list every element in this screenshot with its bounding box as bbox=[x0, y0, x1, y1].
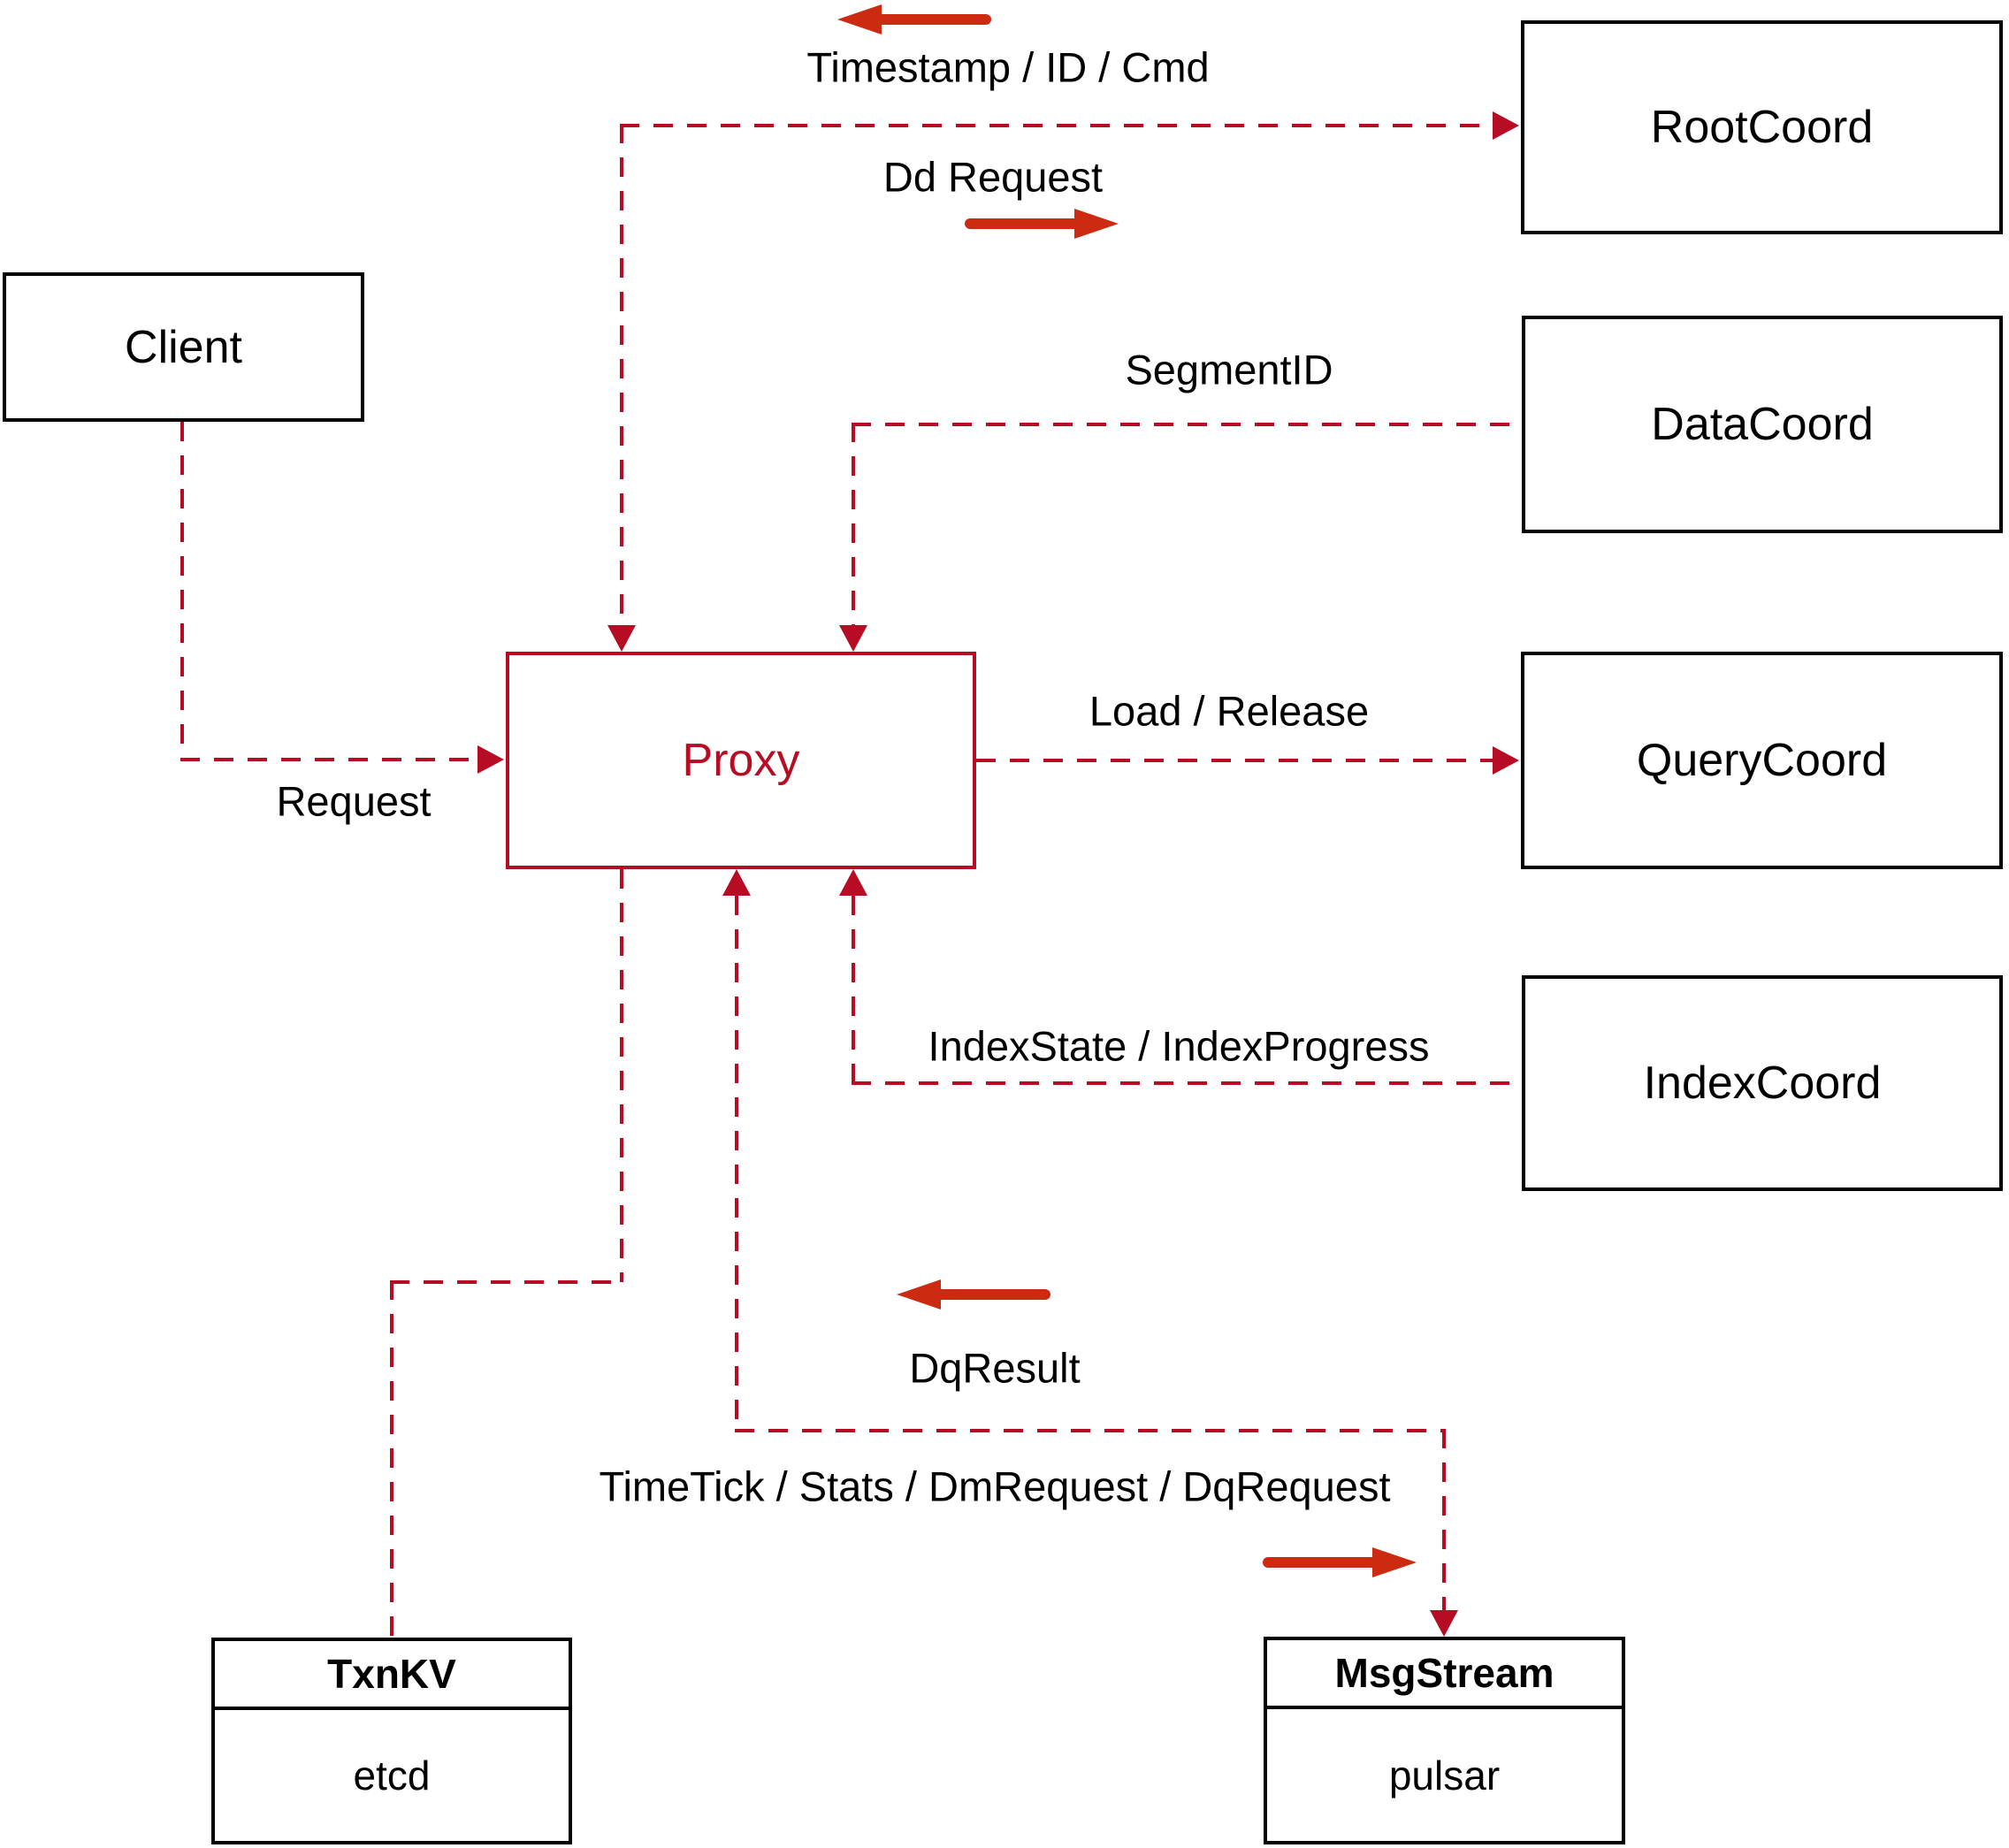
edge-datacoord-proxy-horizontal bbox=[852, 423, 1522, 426]
node-txnkv: TxnKV etcd bbox=[211, 1638, 572, 1844]
edge-proxy-msgstream-horizontal bbox=[735, 1429, 1446, 1432]
edge-proxy-txnkv-vertical-2 bbox=[390, 1280, 393, 1638]
node-client-label: Client bbox=[125, 321, 242, 373]
arrow-head bbox=[897, 1279, 941, 1310]
dd-request-right-arrow-icon bbox=[959, 209, 1119, 239]
arrow-shaft bbox=[1263, 1557, 1379, 1568]
arrow-shaft bbox=[965, 218, 1081, 229]
edge-label-index-state: IndexState / IndexProgress bbox=[928, 1022, 1430, 1070]
edge-label-load-release: Load / Release bbox=[1089, 687, 1370, 735]
edge-indexcoord-proxy-horizontal bbox=[852, 1081, 1522, 1085]
edge-proxy-rootcoord-arrowhead-icon bbox=[1493, 111, 1519, 140]
edge-client-proxy-vertical bbox=[180, 422, 184, 760]
node-msgstream-title: MsgStream bbox=[1267, 1640, 1622, 1709]
edge-msgstream-proxy-arrowhead-icon bbox=[722, 869, 751, 896]
node-proxy: Proxy bbox=[506, 652, 976, 869]
node-indexcoord: IndexCoord bbox=[1522, 975, 2003, 1191]
node-client: Client bbox=[3, 272, 364, 422]
edge-datacoord-proxy-vertical bbox=[852, 423, 855, 628]
node-rootcoord-label: RootCoord bbox=[1650, 102, 1874, 153]
arrow-head bbox=[1074, 209, 1119, 239]
edge-proxy-rootcoord-vertical bbox=[620, 124, 623, 652]
arrow-shaft bbox=[875, 14, 991, 25]
arrow-head bbox=[837, 4, 882, 34]
arrow-head bbox=[1372, 1547, 1417, 1577]
node-querycoord-label: QueryCoord bbox=[1636, 735, 1888, 786]
edge-label-dq-result: DqResult bbox=[909, 1344, 1081, 1392]
edge-label-segment-id: SegmentID bbox=[1125, 346, 1333, 393]
node-msgstream: MsgStream pulsar bbox=[1264, 1637, 1625, 1844]
node-datacoord: DataCoord bbox=[1522, 316, 2003, 533]
edge-proxy-msgstream-arrowhead-icon bbox=[1430, 1610, 1458, 1637]
edge-proxy-txnkv-horizontal bbox=[390, 1280, 623, 1284]
edge-client-proxy-horizontal bbox=[180, 758, 479, 761]
arrow-shaft bbox=[934, 1289, 1050, 1300]
edge-proxy-txnkv-vertical-1 bbox=[620, 869, 623, 1282]
node-rootcoord: RootCoord bbox=[1521, 20, 2003, 234]
edge-proxy-querycoord-horizontal bbox=[976, 759, 1493, 762]
edge-label-timestamp-id-cmd: Timestamp / ID / Cmd bbox=[806, 43, 1210, 91]
edge-proxy-msgstream-vertical-2 bbox=[1442, 1429, 1446, 1610]
node-msgstream-impl: pulsar bbox=[1388, 1752, 1501, 1798]
timestamp-response-left-arrow-icon bbox=[837, 4, 997, 34]
edge-rootcoord-proxy-arrowhead-icon bbox=[607, 625, 636, 652]
edge-proxy-querycoord-arrowhead-icon bbox=[1493, 746, 1519, 775]
edge-proxy-rootcoord-horizontal bbox=[620, 124, 1493, 127]
edge-proxy-msgstream-vertical-1 bbox=[735, 896, 738, 1431]
node-proxy-label: Proxy bbox=[682, 735, 800, 786]
node-txnkv-impl: etcd bbox=[353, 1753, 431, 1798]
edge-indexcoord-proxy-arrowhead-icon bbox=[839, 869, 867, 896]
node-datacoord-label: DataCoord bbox=[1651, 399, 1874, 450]
edge-indexcoord-proxy-vertical bbox=[852, 896, 855, 1083]
timetick-right-arrow-icon bbox=[1257, 1547, 1417, 1577]
dqresult-left-arrow-icon bbox=[897, 1279, 1056, 1310]
edge-label-time-tick: TimeTick / Stats / DmRequest / DqRequest bbox=[599, 1462, 1391, 1510]
node-txnkv-title: TxnKV bbox=[215, 1641, 569, 1710]
node-indexcoord-label: IndexCoord bbox=[1643, 1058, 1882, 1109]
edge-client-proxy-arrowhead-icon bbox=[477, 745, 504, 774]
node-querycoord: QueryCoord bbox=[1521, 652, 2003, 869]
edge-label-dd-request: Dd Request bbox=[882, 153, 1104, 201]
edge-datacoord-proxy-arrowhead-icon bbox=[839, 625, 867, 652]
edge-label-request: Request bbox=[276, 777, 432, 825]
